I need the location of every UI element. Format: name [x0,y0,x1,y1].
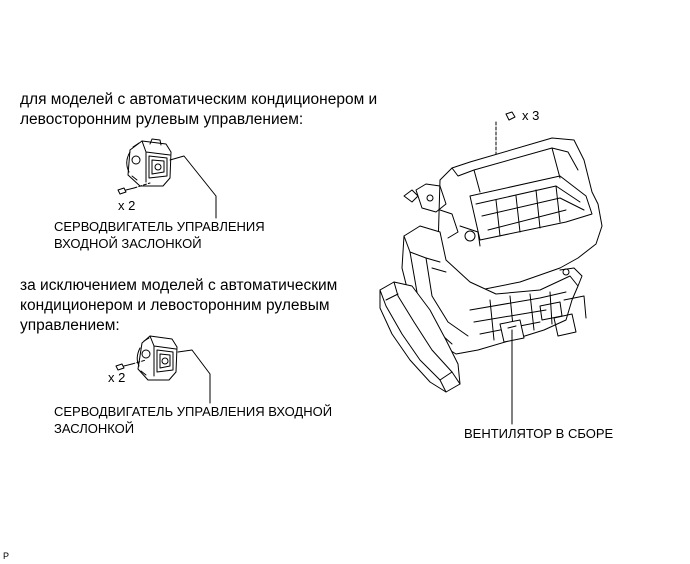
servo-label-1-line1: СЕРВОДВИГАТЕЛЬ УПРАВЛЕНИЯ [54,219,265,234]
condition-other-line2: кондиционером и левосторонним рулевым [20,297,330,314]
servo-1-leader [169,155,217,219]
screw-servo-2 [115,363,133,371]
condition-other-line3: управлением: [20,317,120,334]
screw-count-servo-2: x 2 [108,370,126,385]
figure-code: P [3,551,10,561]
servo-label-2-line2: ЗАСЛОНКОЙ [54,421,135,436]
condition-auto-ac-line1: для моделей с автоматическим кондиционер… [20,91,378,108]
condition-other-line1: за исключением моделей с автоматическим [20,277,338,294]
screw-servo-1 [117,187,135,195]
screw-count-blower: x 3 [522,108,540,123]
screw-guide-line-1 [133,182,151,189]
servo-2-leader [177,349,211,404]
blower-assembly [379,111,603,393]
servo-motor-2 [136,335,178,381]
condition-auto-ac-line2: левосторонним рулевым управлением: [20,111,304,128]
screw-guide-line-2 [131,359,147,365]
servo-motor-1 [126,138,172,187]
screw-count-servo-1: x 2 [118,198,136,213]
servo-label-1-line2: ВХОДНОЙ ЗАСЛОНКОЙ [54,236,202,251]
blower-label: ВЕНТИЛЯТОР В СБОРЕ [464,426,614,441]
servo-label-2-line1: СЕРВОДВИГАТЕЛЬ УПРАВЛЕНИЯ ВХОДНОЙ [54,404,333,419]
